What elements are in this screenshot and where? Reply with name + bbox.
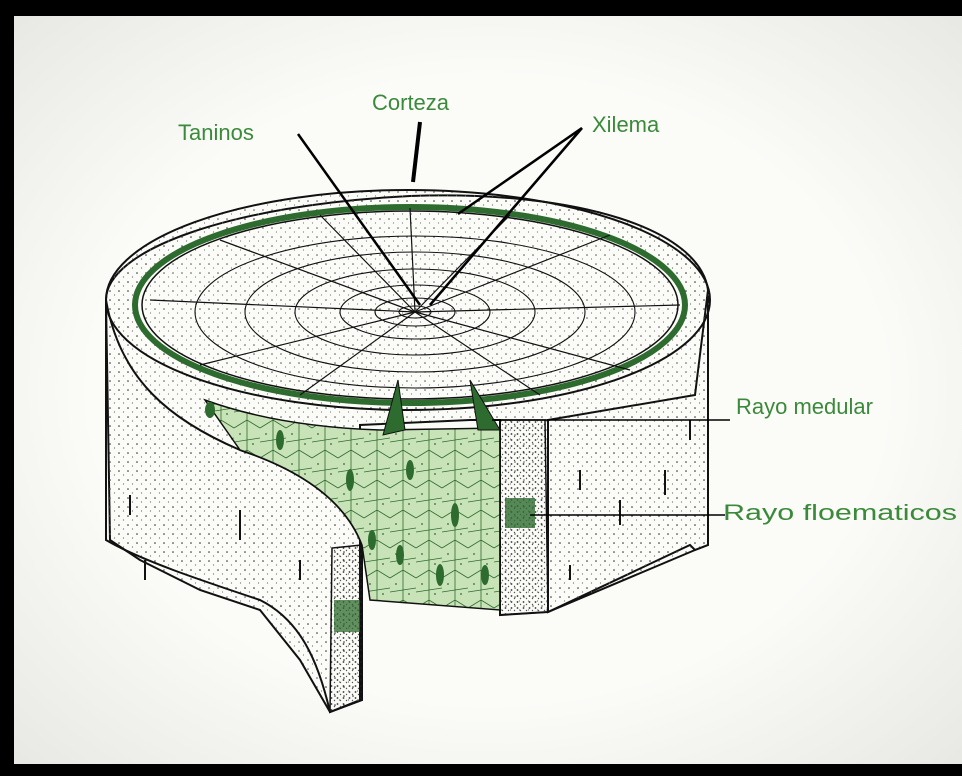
label-xilema: Xilema bbox=[592, 112, 660, 137]
phloem-ray-patch bbox=[505, 498, 535, 528]
label-taninos: Taninos bbox=[178, 120, 254, 145]
label-rayo-floematicos: Rayo floematicos bbox=[723, 500, 957, 525]
label-rayo-medular: Rayo medular bbox=[736, 394, 873, 419]
label-corteza: Corteza bbox=[372, 90, 450, 115]
bark-flap-green-patch bbox=[334, 600, 360, 632]
xylem-surface bbox=[142, 211, 678, 399]
tannin-spot bbox=[205, 402, 215, 418]
